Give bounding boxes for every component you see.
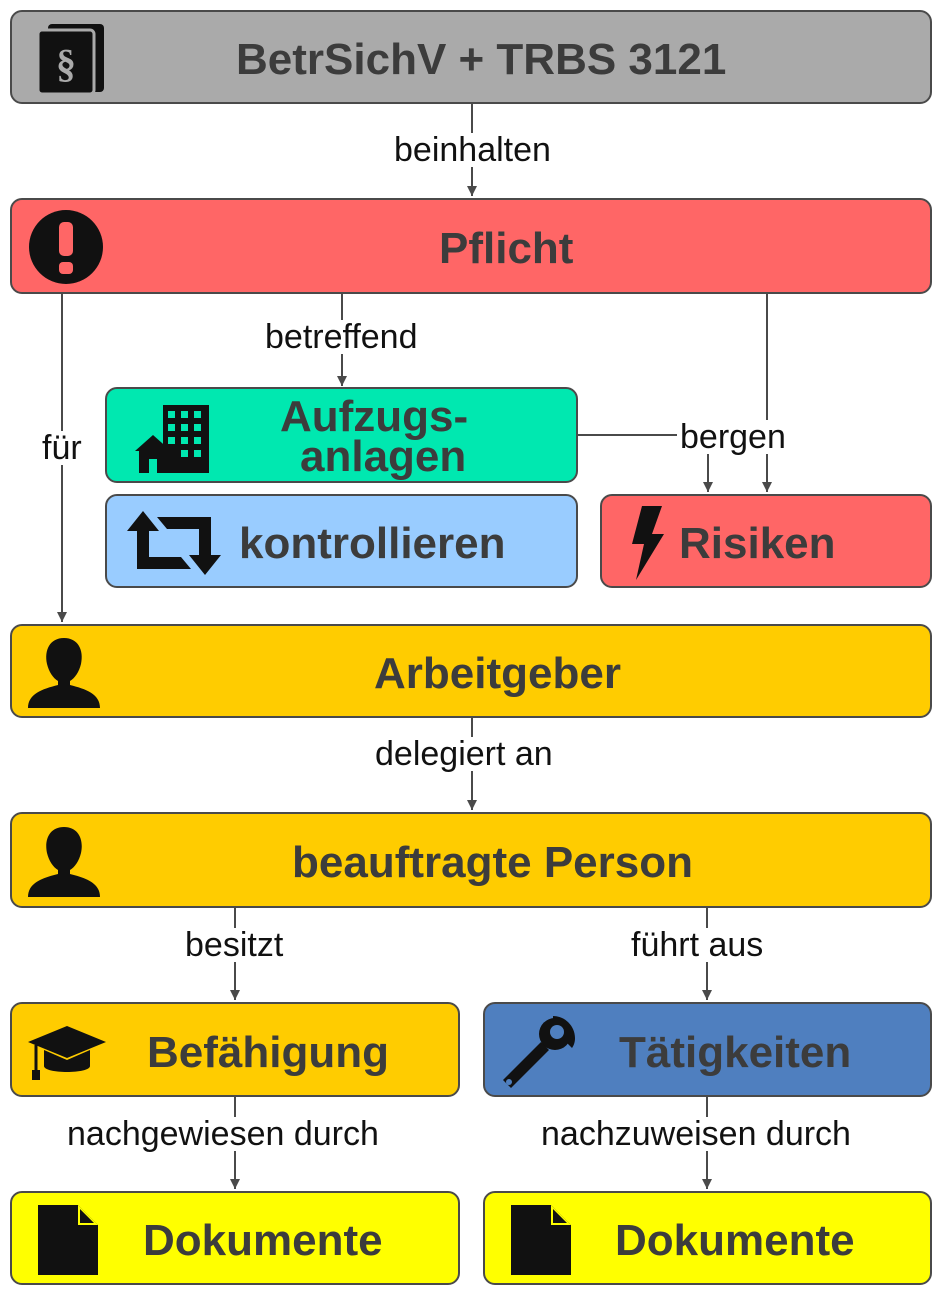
edge-label-betreffend: betreffend — [262, 320, 421, 354]
node-label-line2: anlagen — [300, 432, 467, 481]
document-icon — [511, 1205, 571, 1275]
exclamation-circle-icon — [29, 210, 103, 284]
node-label: Risiken — [679, 519, 836, 568]
node-befaehigung: Befähigung — [10, 1002, 460, 1097]
node-label-line1: Aufzugs- — [280, 392, 469, 441]
edge-label-besitzt: besitzt — [182, 928, 287, 962]
node-pflicht: Pflicht — [10, 198, 932, 294]
graduation-cap-icon — [28, 1026, 106, 1080]
svg-text:§: § — [56, 41, 76, 86]
lightning-bolt-icon — [632, 506, 664, 580]
edge-label-fuehrt-aus: führt aus — [628, 928, 767, 962]
node-taetigkeiten: Tätigkeiten — [483, 1002, 932, 1097]
node-dokumente-right: Dokumente — [483, 1191, 932, 1285]
person-icon — [28, 638, 100, 708]
node-label: Pflicht — [439, 224, 574, 273]
edge-label-beinhalten: beinhalten — [391, 133, 554, 167]
document-icon — [38, 1205, 98, 1275]
person-icon — [28, 827, 100, 897]
edge-label-nachzuweisen-durch: nachzuweisen durch — [538, 1117, 854, 1151]
node-risiken: Risiken — [600, 494, 932, 588]
node-label: Dokumente — [143, 1216, 383, 1265]
edge-label-fuer: für — [39, 431, 85, 465]
wrench-icon — [503, 1016, 575, 1088]
node-label: Dokumente — [615, 1216, 855, 1265]
paragraph-book-icon: § — [36, 24, 104, 96]
building-icon — [135, 405, 209, 473]
node-label: Arbeitgeber — [374, 649, 621, 698]
node-beauftragte-person: beauftragte Person — [10, 812, 932, 908]
node-label: Tätigkeiten — [619, 1028, 852, 1077]
edge-label-nachgewiesen-durch: nachgewiesen durch — [64, 1117, 382, 1151]
node-label: Befähigung — [147, 1028, 389, 1077]
node-arbeitgeber: Arbeitgeber — [10, 624, 932, 718]
node-label: beauftragte Person — [292, 838, 693, 887]
node-label: kontrollieren — [239, 519, 506, 568]
edge-label-bergen: bergen — [677, 420, 789, 454]
node-kontrollieren: kontrollieren — [105, 494, 578, 588]
node-label: BetrSichV + TRBS 3121 — [236, 35, 727, 84]
edge-label-delegiert-an: delegiert an — [372, 737, 556, 771]
node-dokumente-left: Dokumente — [10, 1191, 460, 1285]
node-aufzugsanlagen: Aufzugs- anlagen — [105, 387, 578, 483]
retweet-arrows-icon — [127, 511, 221, 575]
node-betrsichv: § BetrSichV + TRBS 3121 — [10, 10, 932, 104]
